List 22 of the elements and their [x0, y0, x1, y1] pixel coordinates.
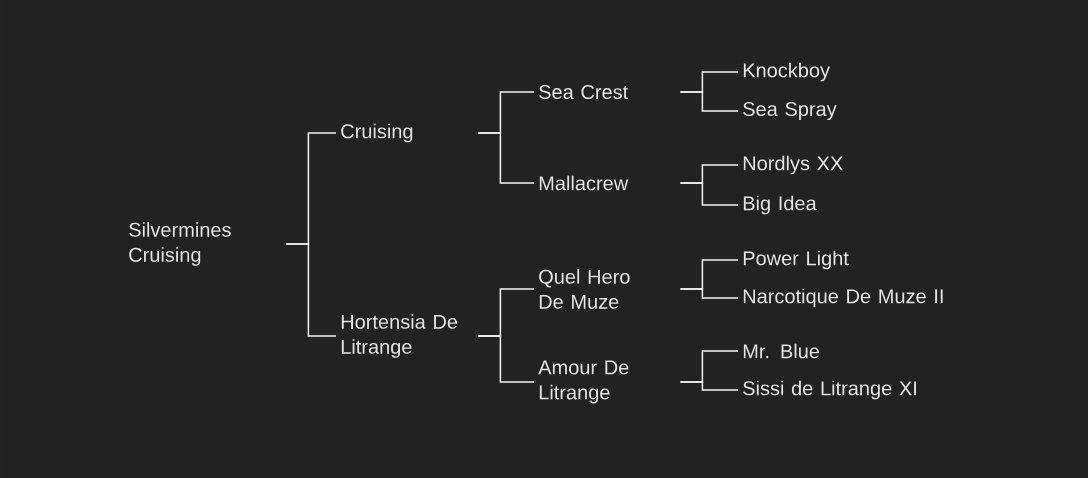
pedigree-name: Mallacrew	[539, 175, 629, 191]
connector-line	[285, 243, 337, 337]
connector-line	[477, 132, 535, 184]
pedigree-name: Narcotique De Muze II	[743, 288, 943, 308]
pedigree-name: Big Idea	[743, 195, 817, 215]
pedigree-name: Sea Spray	[743, 101, 837, 121]
pedigree-name: Cruising	[341, 123, 413, 143]
pedigree-name: Power Light	[743, 250, 849, 270]
pedigree-name: Hortensia De Litrange	[341, 314, 458, 358]
connector-line	[679, 288, 739, 299]
pedigree-name: Quel Hero De Muze	[539, 269, 630, 309]
connector-line	[679, 381, 739, 391]
pedigree-name: Silvermines Cruising	[129, 222, 231, 266]
connector-line	[477, 335, 535, 383]
pedigree-name: Mr. Blue	[743, 343, 820, 359]
pedigree-name: Knockboy	[743, 62, 830, 82]
pedigree-name: Sissi de Litrange XI	[743, 380, 916, 400]
connector-line	[679, 182, 739, 206]
connector-line	[679, 91, 739, 112]
pedigree-name: Nordlys XX	[743, 155, 843, 175]
pedigree-name: Amour De Litrange	[538, 360, 629, 404]
pedigree-name: Sea Crest	[539, 84, 629, 100]
